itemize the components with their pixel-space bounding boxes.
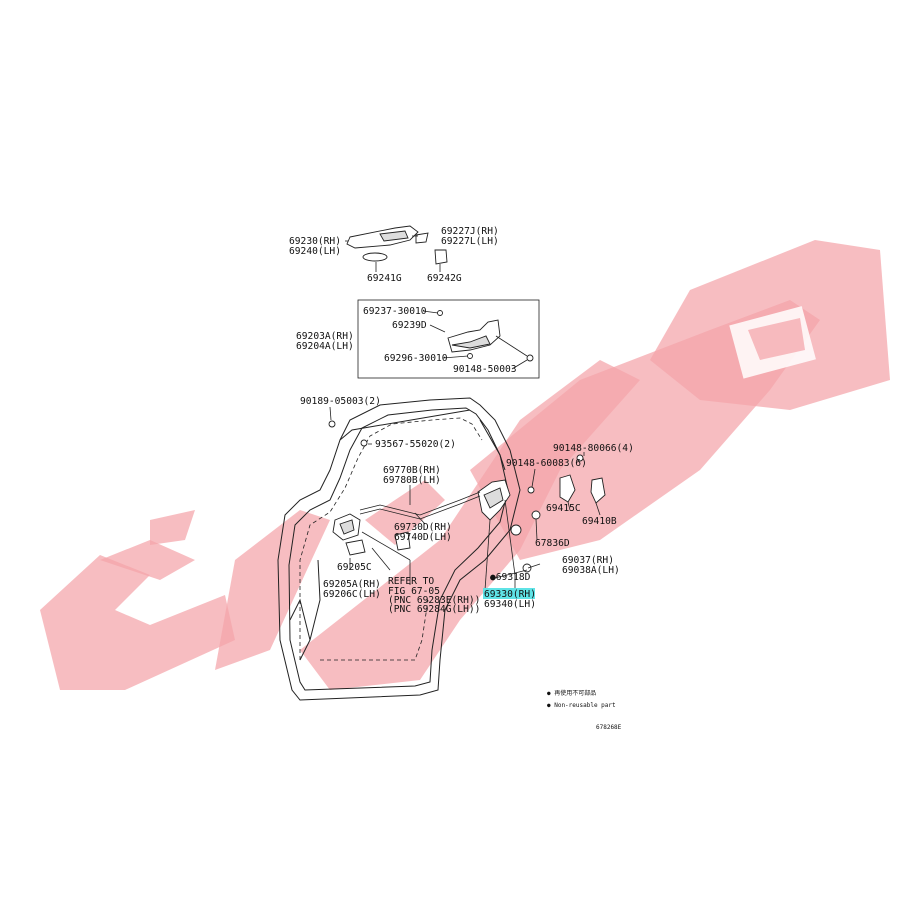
label-69740d: 69740D(LH) — [394, 532, 452, 543]
misc-small-parts — [328, 420, 584, 573]
label-69237: 69237-30010 — [363, 306, 427, 317]
door-inside-handle-bezel — [345, 531, 411, 556]
label-69780b: 69780B(LH) — [383, 475, 441, 486]
label-69205c: 69205C — [337, 562, 372, 573]
label-69227j: 69227J(RH) — [441, 226, 499, 237]
label-69415c: 69415C — [546, 503, 581, 514]
label-69230: 69230(RH) — [289, 236, 341, 247]
label-93567: 93567-55020(2) — [375, 439, 456, 450]
label-fig-67-05: FIG 67-05 — [388, 586, 440, 597]
label-69204a: 69204A(LH) — [296, 341, 354, 352]
door-hinge-part — [559, 474, 606, 504]
legend-jp: ● 再使用不可部品 — [547, 689, 596, 697]
outer-handle-part — [346, 225, 419, 249]
label-pnc-69283e: (PNC 69283E(RH)) — [388, 595, 480, 606]
door-control-link-part — [332, 491, 481, 541]
handle-pad-69241g — [362, 252, 388, 262]
highlight-69330 — [483, 588, 535, 599]
cable-and-rod-part — [361, 531, 411, 571]
label-69206c: 69206C(LH) — [323, 589, 381, 600]
label-69730d: 69730D(RH) — [394, 522, 452, 533]
label-90148-60083: 90148-60083(6) — [506, 458, 587, 469]
label-90148-50003: 90148-50003 — [453, 364, 517, 375]
part-labels: 69230(RH) 69240(LH) 69227J(RH) 69227L(LH… — [289, 226, 634, 615]
legend-en: ● Non-reusable part — [547, 702, 616, 709]
handle-cover-part — [415, 232, 429, 244]
figure-code: 678268E — [596, 724, 622, 731]
inner-handle-inset-box — [357, 299, 540, 379]
handle-cap-69242g — [434, 249, 448, 265]
label-refer-to: REFER TO — [388, 576, 434, 587]
label-69240: 69240(LH) — [289, 246, 341, 257]
label-69203a: 69203A(RH) — [296, 331, 354, 342]
label-pnc-69284g: (PNC 69284G(LH)) — [388, 604, 480, 615]
label-69410b: 69410B — [582, 516, 617, 527]
label-69205a: 69205A(RH) — [323, 579, 381, 590]
legend: ● 再使用不可部品 ● Non-reusable part — [547, 689, 616, 709]
label-69340: 69340(LH) — [484, 599, 536, 610]
label-69242g: 69242G — [427, 273, 462, 284]
label-69330: 69330(RH) — [484, 589, 536, 600]
door-lock-assembly — [477, 479, 516, 591]
label-69770b: 69770B(RH) — [383, 465, 441, 476]
leader-lines — [329, 235, 601, 588]
label-90189: 90189-05003(2) — [300, 396, 381, 407]
door-frame-outline — [277, 397, 521, 701]
label-69038a: 69038A(LH) — [562, 565, 620, 576]
watermark-logo — [40, 240, 890, 690]
label-69239d: 69239D — [392, 320, 427, 331]
label-69318d: ●69318D — [490, 572, 531, 583]
label-67836d: 67836D — [535, 538, 570, 549]
label-69037: 69037(RH) — [562, 555, 614, 566]
label-69227l: 69227L(LH) — [441, 236, 499, 247]
label-69241g: 69241G — [367, 273, 402, 284]
label-69296: 69296-30010 — [384, 353, 448, 364]
label-90148-80066: 90148-80066(4) — [553, 443, 634, 454]
inner-handle-part — [437, 310, 534, 362]
